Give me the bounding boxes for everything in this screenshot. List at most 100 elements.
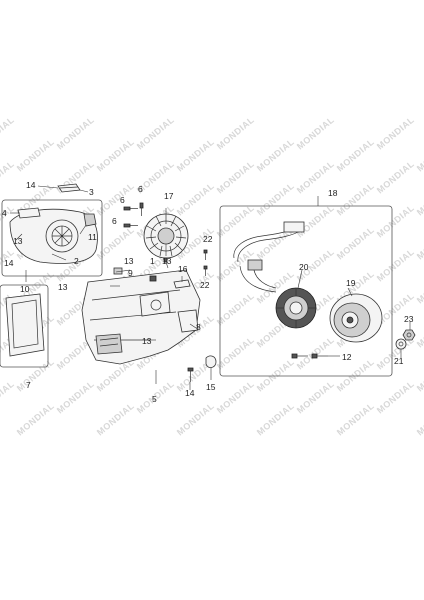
callout-19: 19 <box>346 278 356 288</box>
part-flywheel <box>329 293 383 343</box>
part-stator <box>275 287 317 329</box>
watermark-text: MONDIAL <box>295 379 336 416</box>
part-screws-6 <box>123 202 144 228</box>
callout-6c: 6 <box>112 216 117 226</box>
watermark-text: MONDIAL <box>375 203 416 240</box>
watermark-text: MONDIAL <box>375 247 416 284</box>
callout-8: 8 <box>196 322 201 332</box>
part-fan-cover <box>9 207 98 264</box>
part-small-items <box>113 257 191 289</box>
callout-6a: 6 <box>120 195 125 205</box>
part-plug-15 <box>205 355 217 368</box>
part-cooling-fan <box>143 213 189 259</box>
part-wiring-harness <box>233 221 305 293</box>
callout-21: 21 <box>394 356 404 366</box>
watermark-text: MONDIAL <box>215 203 256 240</box>
callout-23: 23 <box>404 314 414 324</box>
part-washer-21 <box>395 338 407 350</box>
leader-lines <box>10 185 411 390</box>
callout-13c: 13 <box>162 256 172 266</box>
callout-15: 15 <box>206 382 216 392</box>
watermark-text: MONDIAL <box>55 115 96 152</box>
watermark-text: MONDIAL <box>95 401 136 438</box>
callout-12: 12 <box>342 352 352 362</box>
watermark-text: MONDIAL <box>415 401 424 438</box>
callout-10: 10 <box>20 284 30 294</box>
watermark-text: MONDIAL <box>295 335 336 372</box>
watermark-text: MONDIAL <box>95 181 136 218</box>
watermark-text: MONDIAL <box>95 137 136 174</box>
callout-9: 9 <box>128 268 133 278</box>
group-box-gasket <box>0 284 49 368</box>
callout-22a: 22 <box>203 234 213 244</box>
watermark-text: MONDIAL <box>335 225 376 262</box>
part-nut-23 <box>402 329 416 341</box>
watermark-text: MONDIAL <box>15 401 56 438</box>
watermark-text: MONDIAL <box>175 401 216 438</box>
callout-5: 5 <box>152 394 157 404</box>
watermark-text: MONDIAL <box>375 379 416 416</box>
group-box-fan-cover <box>1 199 103 277</box>
callout-6b: 6 <box>138 184 143 194</box>
watermark-text: MONDIAL <box>55 379 96 416</box>
watermark-text: MONDIAL <box>375 115 416 152</box>
watermark-text: MONDIAL <box>15 137 56 174</box>
watermark-text: MONDIAL <box>415 269 424 306</box>
watermark-text: MONDIAL <box>0 379 16 416</box>
group-box-stator-assembly <box>219 205 393 377</box>
watermark-text: MONDIAL <box>415 137 424 174</box>
part-engine-shroud <box>81 269 201 365</box>
callout-labels: 14 3 4 13 11 14 2 10 6 6 17 6 13 1 13 9 … <box>2 180 414 404</box>
watermark-text: MONDIAL <box>415 357 424 394</box>
callout-11: 11 <box>88 232 97 242</box>
watermark-text: MONDIAL <box>255 357 296 394</box>
watermark-text: MONDIAL <box>335 357 376 394</box>
watermark-text: MONDIAL <box>135 115 176 152</box>
part-gasket <box>5 293 45 357</box>
callout-16: 16 <box>178 264 188 274</box>
watermark-text: MONDIAL <box>175 137 216 174</box>
callout-22b: 22 <box>200 280 210 290</box>
part-bolt-14 <box>187 367 194 382</box>
watermark-text: MONDIAL <box>175 181 216 218</box>
watermark-text: MONDIAL <box>295 115 336 152</box>
callout-4: 4 <box>2 208 7 218</box>
watermark-text: MONDIAL <box>215 159 256 196</box>
callout-18: 18 <box>328 188 338 198</box>
watermark-text: MONDIAL <box>255 181 296 218</box>
watermark-text: MONDIAL <box>335 137 376 174</box>
callout-14c: 14 <box>185 388 195 398</box>
watermark-text: MONDIAL <box>295 203 336 240</box>
watermark-text: MONDIAL <box>415 181 424 218</box>
watermark-text: MONDIAL <box>0 115 16 152</box>
watermark-text: MONDIAL <box>335 181 376 218</box>
callout-7: 7 <box>26 380 31 390</box>
watermark-text: MONDIAL <box>215 335 256 372</box>
callout-13a: 13 <box>13 236 23 246</box>
part-bracket-8 <box>177 309 199 333</box>
part-bolts-12 <box>291 353 328 359</box>
watermark-text: MONDIAL <box>255 401 296 438</box>
watermark-text: MONDIAL <box>255 137 296 174</box>
callout-3: 3 <box>89 187 94 197</box>
callout-20: 20 <box>299 262 309 272</box>
callout-14a: 14 <box>26 180 36 190</box>
watermark-text: MONDIAL <box>415 225 424 262</box>
watermark-text: MONDIAL <box>415 313 424 350</box>
watermark-text: MONDIAL <box>215 379 256 416</box>
callout-2: 2 <box>74 256 79 266</box>
part-screws-22 <box>203 249 208 276</box>
callout-13b: 13 <box>124 256 134 266</box>
watermark-text: MONDIAL <box>375 159 416 196</box>
watermark-text: MONDIAL <box>215 291 256 328</box>
callout-14b: 14 <box>4 258 14 268</box>
watermark-text: MONDIAL <box>335 401 376 438</box>
callout-1: 1 <box>150 256 155 266</box>
watermark-text: MONDIAL <box>215 115 256 152</box>
watermark-text: MONDIAL <box>0 159 16 196</box>
watermark-text: MONDIAL <box>15 357 56 394</box>
callout-13e: 13 <box>142 336 152 346</box>
callout-17: 17 <box>164 191 174 201</box>
callout-13d: 13 <box>58 282 68 292</box>
